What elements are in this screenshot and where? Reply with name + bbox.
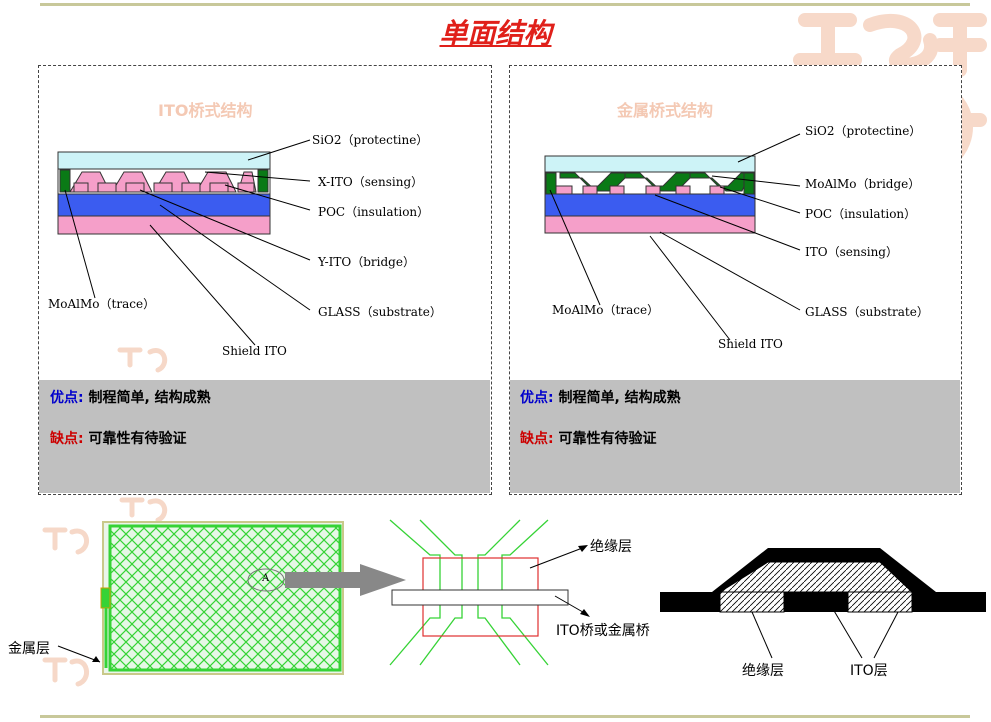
insulation-layer-label: 绝缘层 [590, 539, 632, 555]
metal-cons-row: 缺点: 可靠性有待验证 [520, 428, 656, 448]
ito-sensing-label: ITO（sensing） [805, 245, 898, 259]
shield-ito-label: Shield ITO [222, 344, 287, 358]
cross-insulation-label: 绝缘层 [742, 663, 784, 679]
trace-label-right: MoAlMo（trace） [552, 303, 660, 317]
ito-bridge-proscons-box [39, 380, 490, 493]
sio2-label: SiO2（protectine） [312, 133, 429, 147]
metal-layer-label: 金属层 [8, 641, 50, 657]
glass-label-right: GLASS（substrate） [805, 305, 929, 319]
poc-label-right: POC（insulation） [805, 207, 917, 221]
cons-text: 可靠性有待验证 [88, 431, 187, 447]
cross-ito-label: ITO层 [850, 663, 888, 679]
marker-a-label: A [262, 573, 270, 584]
bridge-label: ITO桥或金属桥 [556, 623, 650, 639]
pros-key-right: 优点: [520, 390, 554, 406]
cons-key: 缺点: [50, 431, 84, 447]
glass-label: GLASS（substrate） [318, 305, 442, 319]
pros-text-right: 制程简单, 结构成熟 [558, 390, 681, 406]
bottom-rule [40, 715, 970, 718]
top-rule [40, 3, 970, 6]
pros-key: 优点: [50, 390, 84, 406]
page-title: 单面结构 [439, 17, 552, 50]
y-ito-label: Y-ITO（bridge） [318, 255, 415, 269]
trace-label: MoAlMo（trace） [48, 297, 156, 311]
poc-label: POC（insulation） [318, 205, 430, 219]
pros-text: 制程简单, 结构成熟 [88, 390, 211, 406]
ito-pros-row: 优点: 制程简单, 结构成熟 [50, 387, 211, 407]
ito-cons-row: 缺点: 可靠性有待验证 [50, 428, 186, 448]
metal-pros-row: 优点: 制程简单, 结构成熟 [520, 387, 681, 407]
moalmo-bridge-label: MoAlMo（bridge） [805, 177, 921, 191]
x-ito-label: X-ITO（sensing） [318, 175, 424, 189]
metal-bridge-subtitle: 金属桥式结构 [617, 101, 714, 120]
cons-text-right: 可靠性有待验证 [558, 431, 657, 447]
cons-key-right: 缺点: [520, 431, 554, 447]
metal-bridge-proscons-box [510, 380, 960, 493]
shield-ito-label-right: Shield ITO [718, 337, 783, 351]
sio2-label-right: SiO2（protectine） [805, 124, 922, 138]
ito-bridge-subtitle: ITO桥式结构 [158, 101, 253, 120]
